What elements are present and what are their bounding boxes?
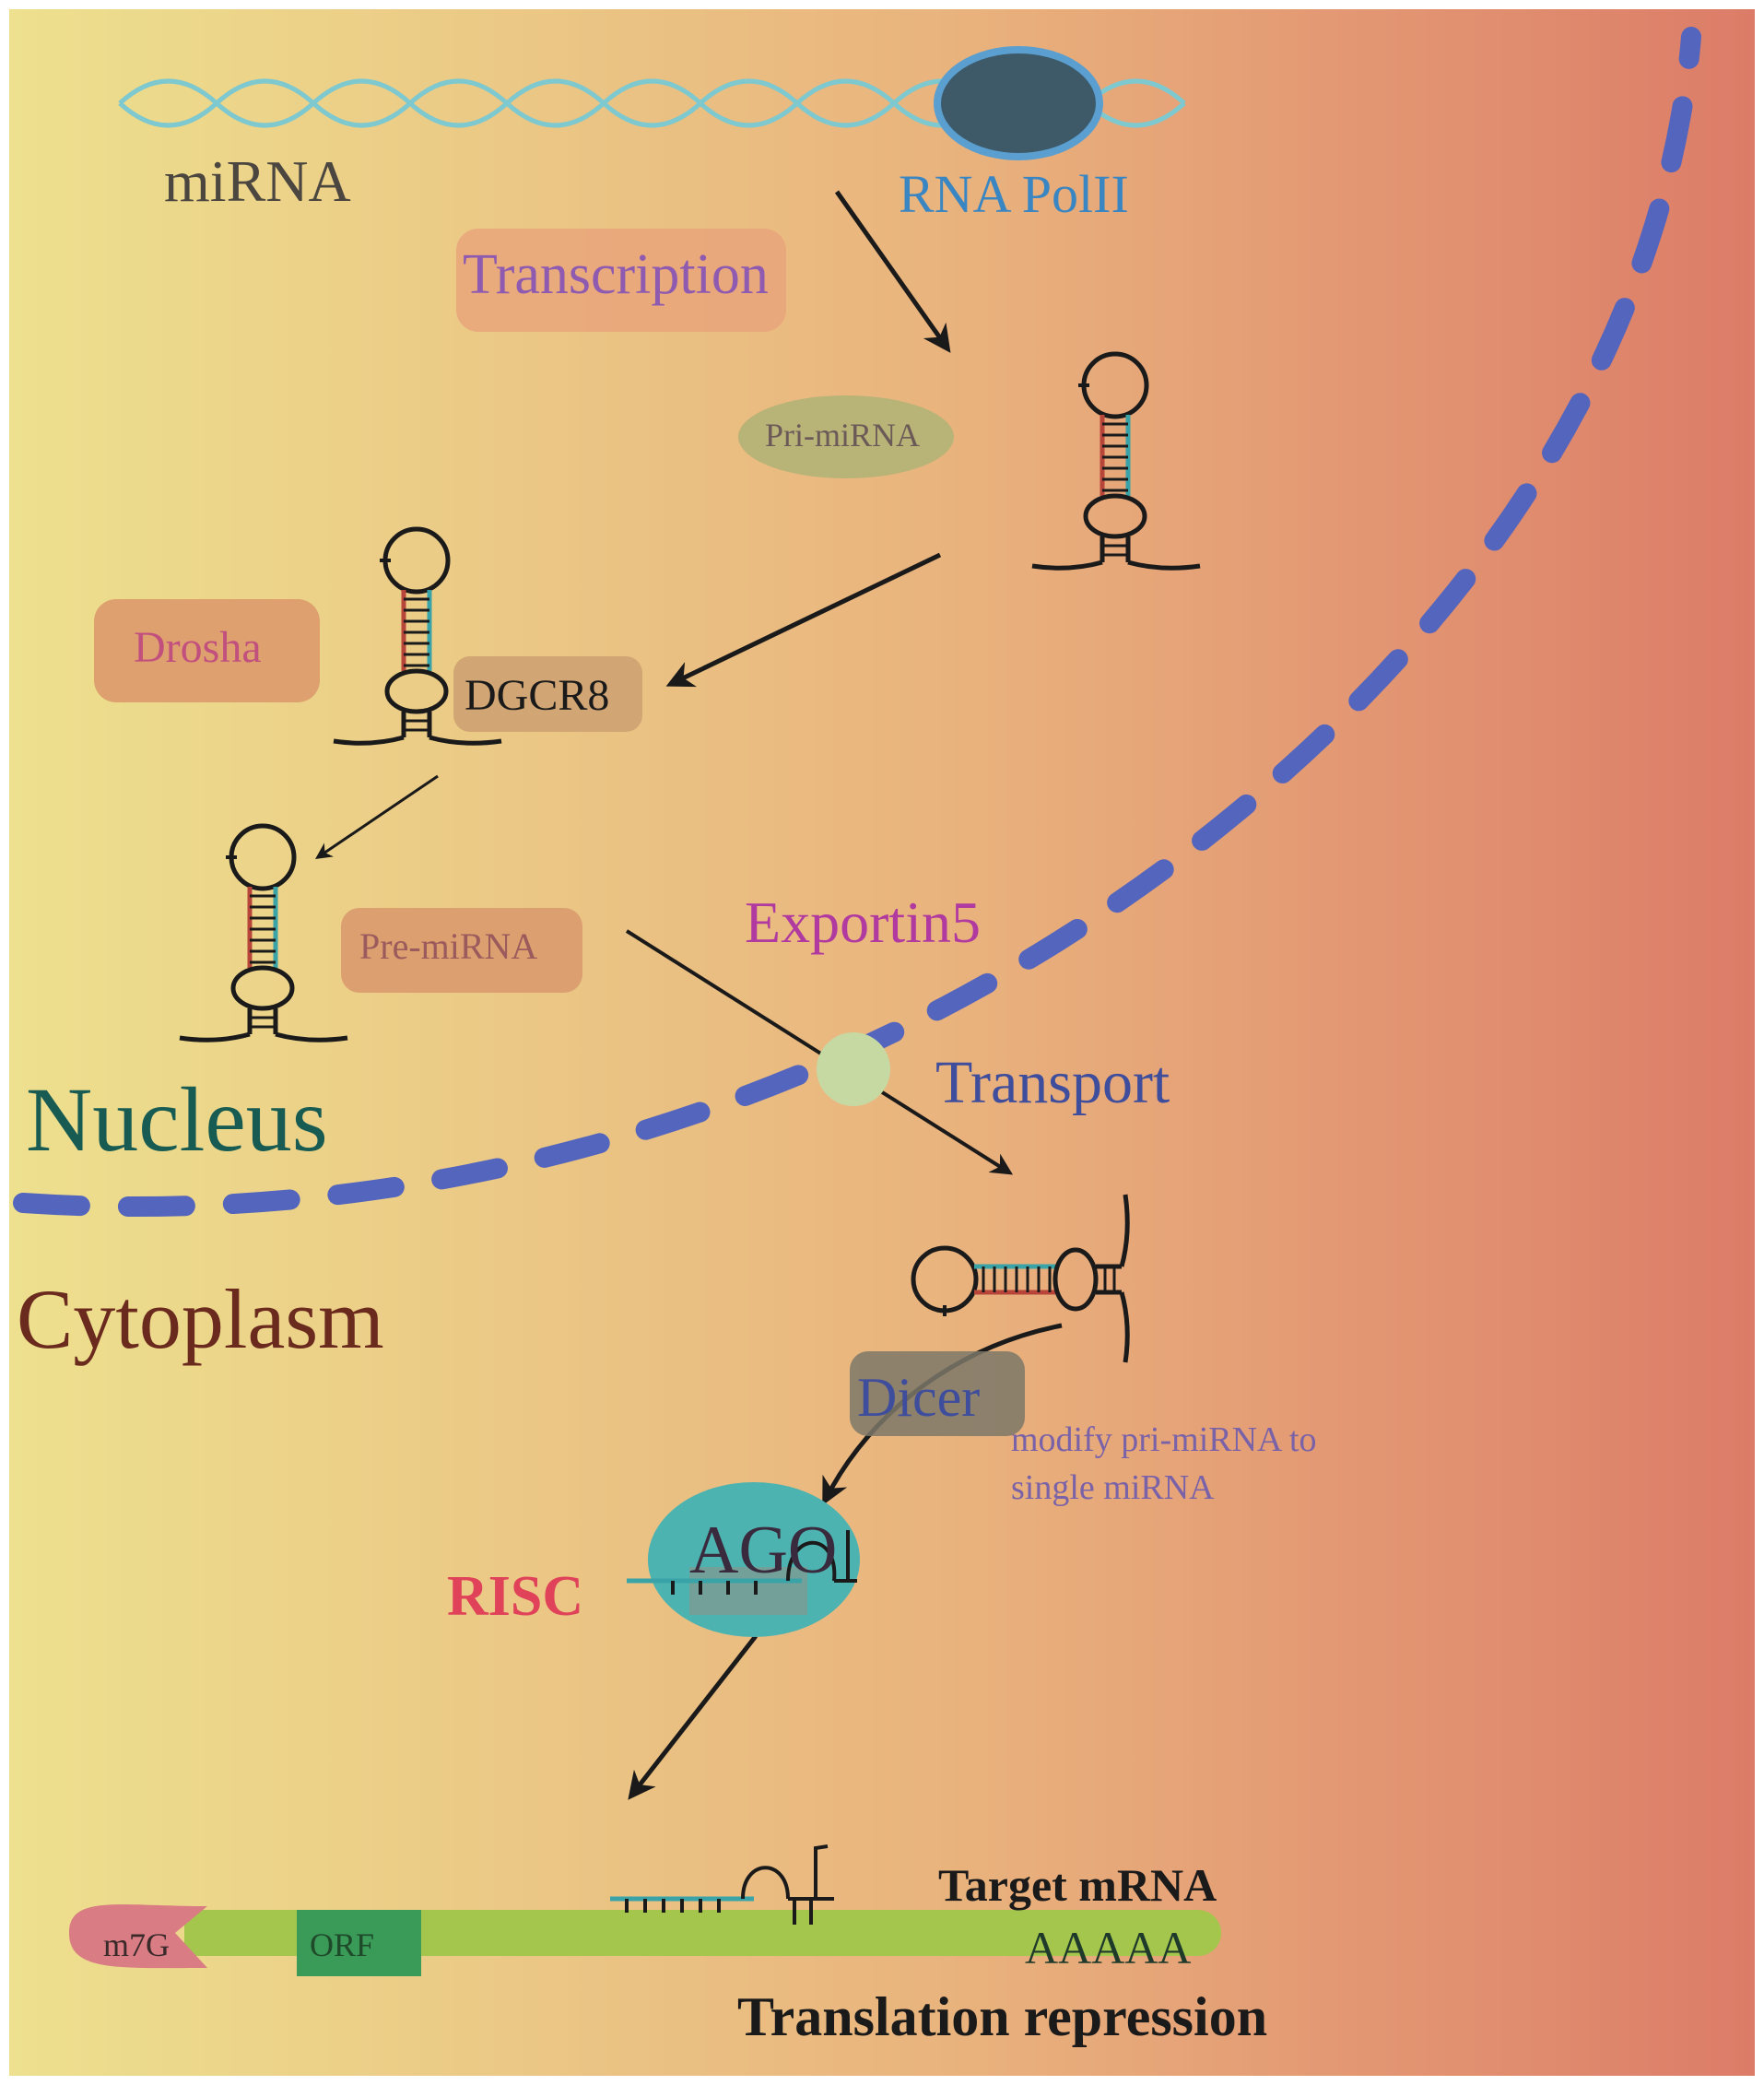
dicer-label: Dicer [857,1367,980,1428]
rna-pol-label: RNA PolII [899,164,1129,224]
cytoplasm-label: Cytoplasm [17,1272,384,1366]
pri-mirna-label: Pri-miRNA [765,417,920,454]
polya-tail-label: AAAAA [1025,1922,1192,1973]
dgcr8-label: DGCR8 [465,671,609,720]
mirna-label: miRNA [164,148,351,214]
bound-mirna [610,1844,834,1925]
drosha-box [94,599,320,702]
target-mrna-label: Target mRNA [938,1859,1217,1911]
ago-label: AGO [689,1513,837,1588]
m7g-label: m7G [103,1926,170,1963]
dicer-note-line2: single miRNA [1011,1468,1215,1507]
arrow-nuclear-export [625,929,1014,1175]
orf-box [297,1910,421,1976]
orf-label: ORF [310,1926,374,1963]
arrow-transcription [834,190,951,353]
nuclear-membrane [13,27,1701,1218]
target-mrna-strand [184,1910,1221,1956]
arrow-to-pre-mirna [315,774,439,860]
risc-label: RISC [447,1565,583,1628]
exportin-pore [817,1032,890,1106]
m7g-cap-shape [69,1904,207,1969]
drosha-label: Drosha [134,623,262,672]
dgcr8-box [453,656,642,732]
pre-mirna-label: Pre-miRNA [359,925,537,967]
pri-mirna-ellipse [738,395,954,478]
transcription-box [456,229,786,332]
dicer-note-line1: modify pri-miRNA to [1011,1420,1316,1459]
risc-guide-strand [627,1530,857,1595]
translation-repression-label: Translation repression [737,1986,1267,2047]
nucleus-label: Nucleus [26,1068,328,1171]
transport-label: Transport [935,1049,1170,1116]
transcription-label: Transcription [463,243,769,306]
arrow-drosha-processing [665,552,942,688]
exportin-label: Exportin5 [745,889,981,955]
rna-polymerase-shape [934,46,1103,160]
arrow-to-target [628,1634,758,1800]
pre-mirna-box [341,908,582,993]
dicer-box [850,1351,1025,1436]
